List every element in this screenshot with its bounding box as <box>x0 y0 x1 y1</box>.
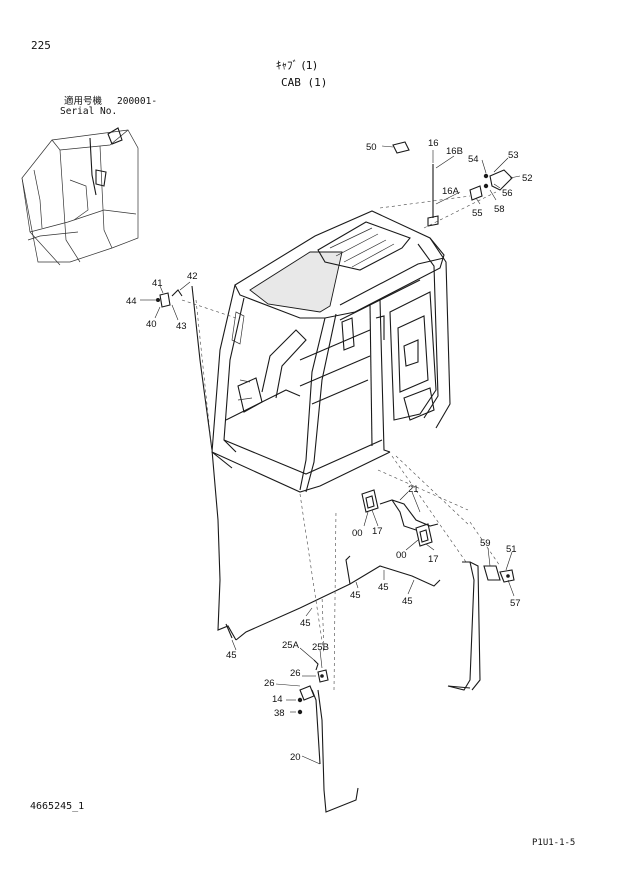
callout: 53 <box>508 150 519 161</box>
upper-right-parts <box>379 141 521 229</box>
callout: 45 <box>350 590 361 601</box>
callout: 25B <box>312 642 329 653</box>
callout: 51 <box>506 544 517 555</box>
page-title-en: CAB (1) <box>281 76 328 89</box>
callout: 38 <box>274 708 285 719</box>
callout: 17 <box>428 554 439 565</box>
serial-value: 200001- <box>117 96 158 107</box>
drawing-id: 4665245_1 <box>30 801 85 812</box>
callout: 58 <box>494 204 505 215</box>
serial-label-jp: 適用号機 <box>64 96 103 107</box>
callout: 41 <box>152 278 163 289</box>
callout: 16 <box>428 138 439 149</box>
callout: 50 <box>366 142 377 153</box>
callout: 25A <box>282 640 300 651</box>
weather-strip-45 <box>191 285 441 651</box>
callout: 45 <box>402 596 413 607</box>
callout: 54 <box>468 154 479 165</box>
page-number: 225 <box>31 39 51 52</box>
callout: 00 <box>352 528 363 539</box>
callout: 20 <box>290 752 301 763</box>
callout: 52 <box>522 173 533 184</box>
callout: 55 <box>472 208 483 219</box>
callout: 16A <box>442 186 460 197</box>
callout: 45 <box>226 650 237 661</box>
callout-labels: 50 16 16B 54 53 52 56 16A 55 58 41 42 44… <box>126 138 533 763</box>
callout: 21 <box>408 484 419 495</box>
interior-lamp-parts <box>361 469 469 551</box>
left-bracket-parts <box>140 281 237 321</box>
cab-frame <box>211 210 451 493</box>
callout: 42 <box>187 271 198 282</box>
callout: 59 <box>480 538 491 549</box>
guide-lines <box>195 299 471 655</box>
page-title-jp: ｷｬﾌﾞ (1) <box>276 59 318 72</box>
callout: 40 <box>146 319 157 330</box>
callout: 57 <box>510 598 521 609</box>
sheet-ref: P1U1-1-5 <box>532 838 576 848</box>
serial-label-en: Serial No. <box>60 106 118 117</box>
callout: 43 <box>176 321 187 332</box>
callout: 26 <box>290 668 301 679</box>
lower-parts <box>275 509 359 813</box>
rear-strip-parts <box>447 521 515 691</box>
callout: 14 <box>272 694 283 705</box>
callout: 16B <box>446 146 463 157</box>
callout: 17 <box>372 526 383 537</box>
callout: 56 <box>502 188 513 199</box>
callout: 26 <box>264 678 275 689</box>
callout: 45 <box>378 582 389 593</box>
callout: 44 <box>126 296 137 307</box>
callout: 45 <box>300 618 311 629</box>
callout: 00 <box>396 550 407 561</box>
inset-cab-thumbnail <box>21 127 139 266</box>
